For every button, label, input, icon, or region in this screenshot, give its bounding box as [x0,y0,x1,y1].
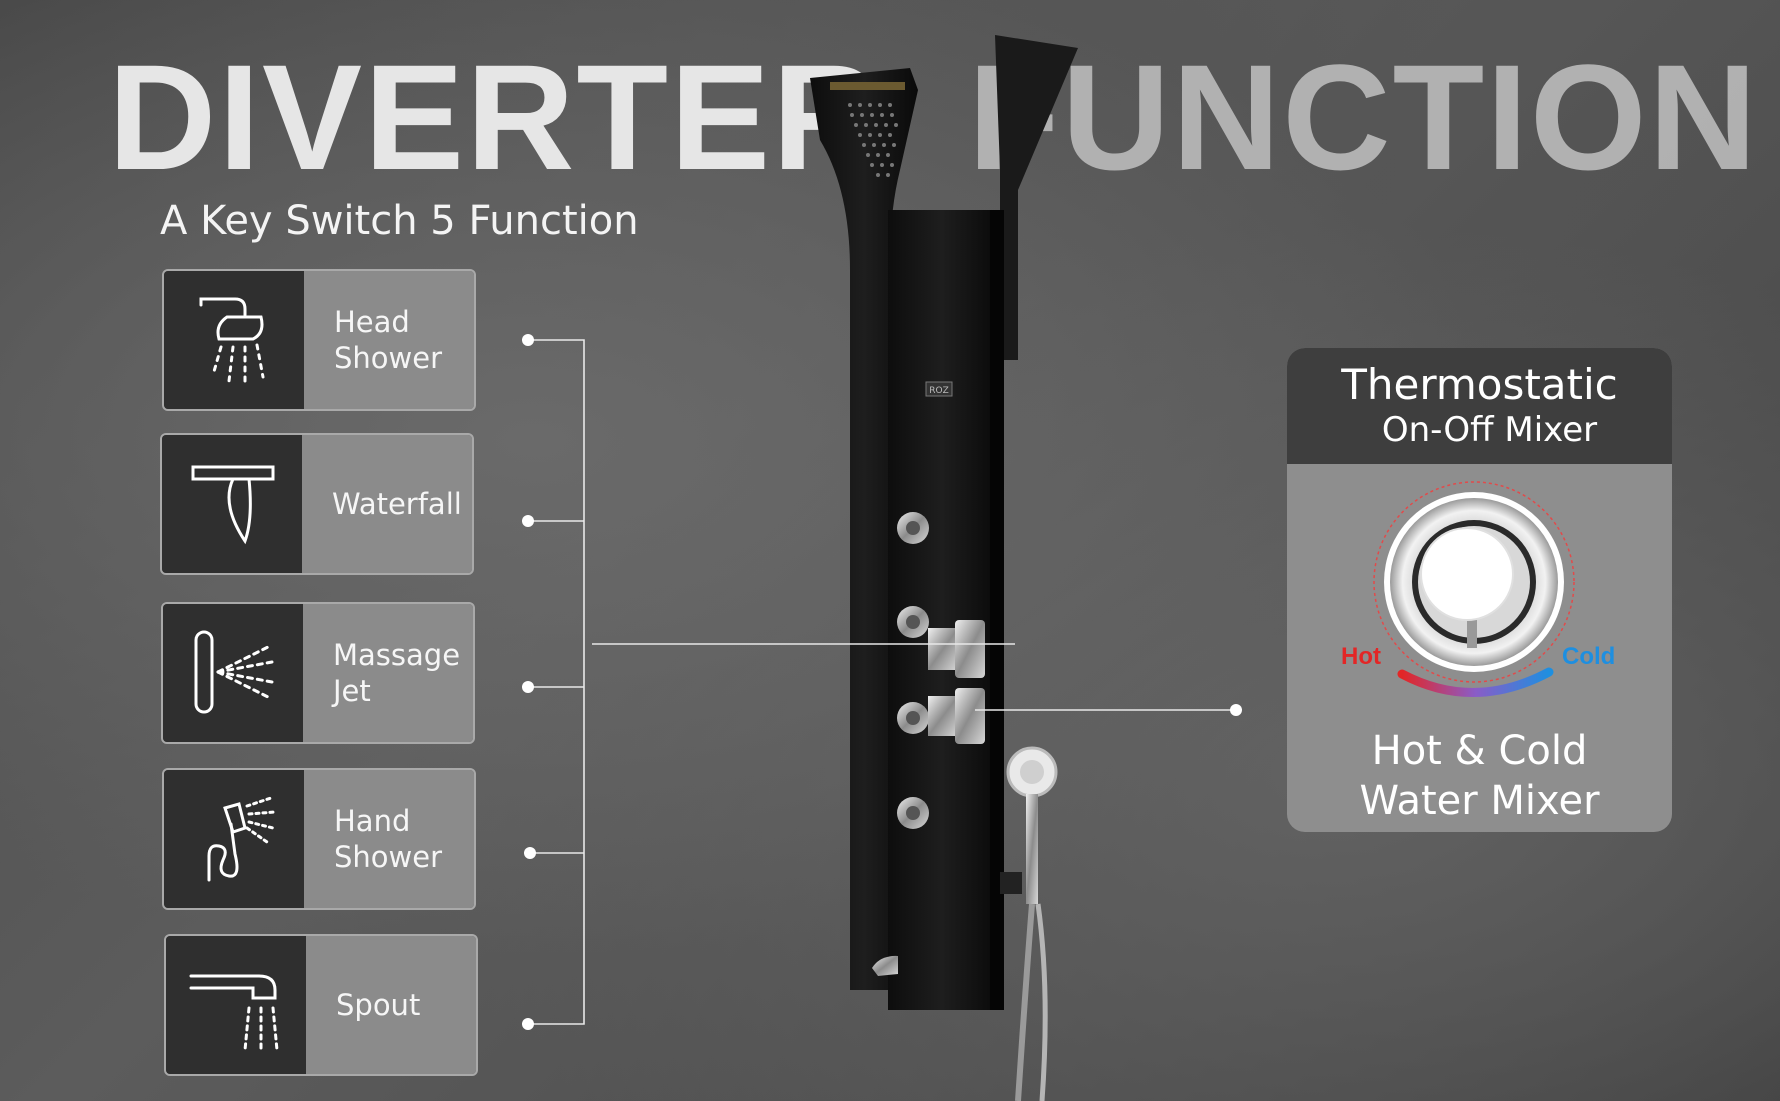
hero-title: DIVERTER FUNCTION [108,33,1757,201]
mixer-caption-line2: Water Mixer [1359,778,1600,824]
mixer-caption: Hot & Cold Water Mixer [1287,726,1672,826]
mixer-card-header: Thermostatic On-Off Mixer [1287,348,1672,464]
connector-dot [1230,704,1242,716]
function-card-spout[interactable]: Spout [164,934,478,1076]
shower-panel-image: ROZ [810,35,1078,1101]
mixer-knob[interactable] [928,688,985,744]
function-label: Head Shower [304,271,474,409]
hand-shower-icon [207,796,277,882]
function-label: Hand Shower [304,770,474,908]
function-card-massage-jet[interactable]: Massage Jet [161,602,475,744]
tub-spout-image [872,955,898,976]
connector-dot [524,847,536,859]
subtitle: A Key Switch 5 Function [160,198,639,244]
massage-jet-nozzles [897,512,929,829]
waterfall-icon [191,465,275,545]
head-shower-icon [199,297,265,385]
function-label: Waterfall [302,435,472,573]
mixer-caption-line1: Hot & Cold [1371,728,1588,774]
function-card-head-shower[interactable]: Head Shower [162,269,476,411]
mixer-card: Thermostatic On-Off Mixer Hot Cold Hot & [1287,348,1672,832]
mixer-title: Thermostatic [1341,360,1618,409]
mixer-connector-line [975,709,1235,711]
hero-title-word-function: FUNCTION [968,33,1759,201]
function-label: Massage Jet [303,604,473,742]
mixer-cold-label: Cold [1562,643,1615,670]
function-card-waterfall[interactable]: Waterfall [160,433,474,575]
mixer-subtitle: On-Off Mixer [1381,410,1598,450]
function-card-hand-shower[interactable]: Hand Shower [162,768,476,910]
mixer-dial-image: Hot Cold [1341,481,1615,697]
massage-jet-icon [194,630,274,714]
hero-title-word-diverter: DIVERTER [108,33,883,201]
mixer-hot-label: Hot [1341,643,1381,670]
panel-brand-label: ROZ [929,386,949,396]
diverter-knob[interactable] [928,620,985,678]
connector-dot [522,515,534,527]
function-label: Spout [306,936,476,1074]
function-connector-lines [528,339,1015,1025]
spout-icon [189,974,279,1052]
connector-dot [522,681,534,693]
connector-dot [522,334,534,346]
connector-dot [522,1018,534,1030]
hand-shower-image [1000,746,1058,1101]
